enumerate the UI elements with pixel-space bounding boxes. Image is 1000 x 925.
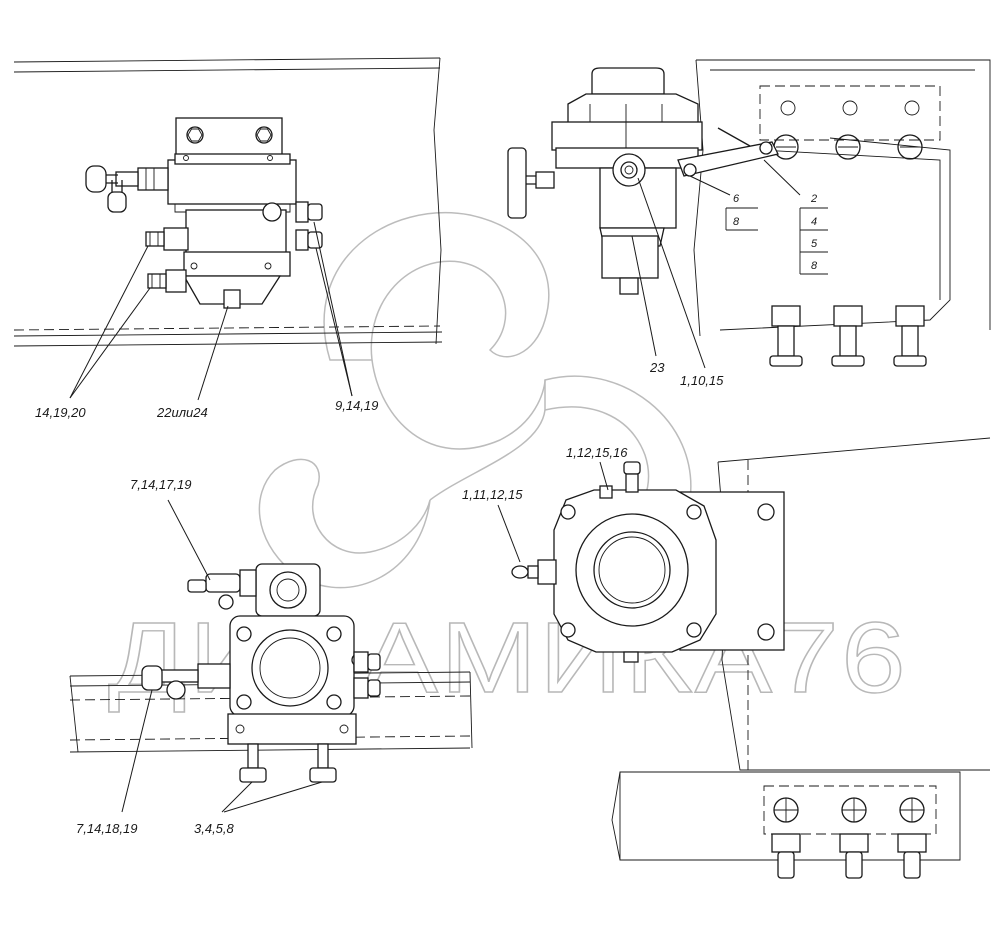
view-top-right [507, 59, 991, 369]
callout-1-11-12-15: 1,11,12,15 [462, 487, 523, 502]
callout-22-or-24: 22или24 [156, 405, 208, 420]
callout-3-4-5-8: 3,4,5,8 [194, 821, 235, 836]
table-label-2: 2 [810, 193, 817, 205]
callout-7-14-17-19: 7,14,17,19 [130, 477, 191, 492]
callout-9-14-19: 9,14,19 [335, 398, 378, 413]
watermark-logo [258, 211, 692, 589]
callout-23: 23 [649, 360, 665, 375]
table-label-4: 4 [811, 216, 817, 228]
view-top-left [13, 57, 443, 401]
view-bottom-left [69, 499, 473, 813]
callout-7-14-18-19: 7,14,18,19 [76, 821, 137, 836]
callout-1-12-15-16: 1,12,15,16 [566, 445, 628, 460]
callout-1-10-15: 1,10,15 [680, 373, 724, 388]
watermark-text: ДИНАМИКА76 [108, 602, 908, 714]
table-label-6: 6 [733, 193, 740, 205]
table-label-5: 5 [811, 238, 818, 250]
table-label-8b: 8 [811, 260, 818, 272]
callout-14-19-20: 14,19,20 [35, 405, 86, 420]
table-label-8a: 8 [733, 216, 740, 228]
view-bottom-right [497, 437, 991, 879]
